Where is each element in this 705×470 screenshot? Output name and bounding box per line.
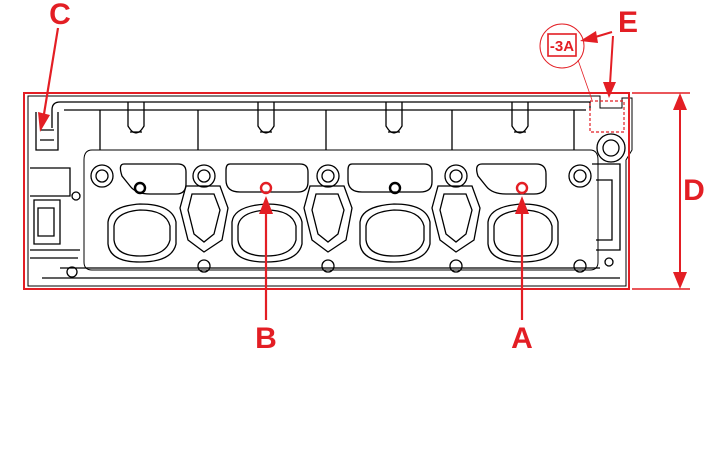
callout-b: B xyxy=(255,322,277,355)
badge-box xyxy=(547,33,577,57)
magnifier-leader xyxy=(577,59,593,101)
arrow-head xyxy=(515,196,529,214)
measurement-frame xyxy=(23,92,630,290)
callout-c: C xyxy=(49,0,71,31)
annotation-layer xyxy=(23,23,690,320)
marking-area xyxy=(589,100,625,133)
reference-hole xyxy=(133,181,147,195)
point-b-hole xyxy=(259,181,273,195)
callout-a: A xyxy=(511,322,533,355)
point-a-hole xyxy=(515,181,529,195)
arrow-head xyxy=(259,196,273,214)
arrow-head xyxy=(673,93,687,110)
badge-label: -3A xyxy=(550,38,574,55)
arrow-head xyxy=(580,31,598,43)
reference-hole xyxy=(388,181,402,195)
callout-e: E xyxy=(618,6,638,39)
arrow-head xyxy=(38,112,50,132)
leader-e-area xyxy=(609,35,614,85)
callout-d: D xyxy=(683,174,705,207)
cylinder-head-outline xyxy=(27,95,633,287)
arrow-head xyxy=(603,82,616,98)
badge-magnifier xyxy=(539,23,585,69)
leader-c xyxy=(42,27,60,115)
arrow-head xyxy=(673,272,687,289)
